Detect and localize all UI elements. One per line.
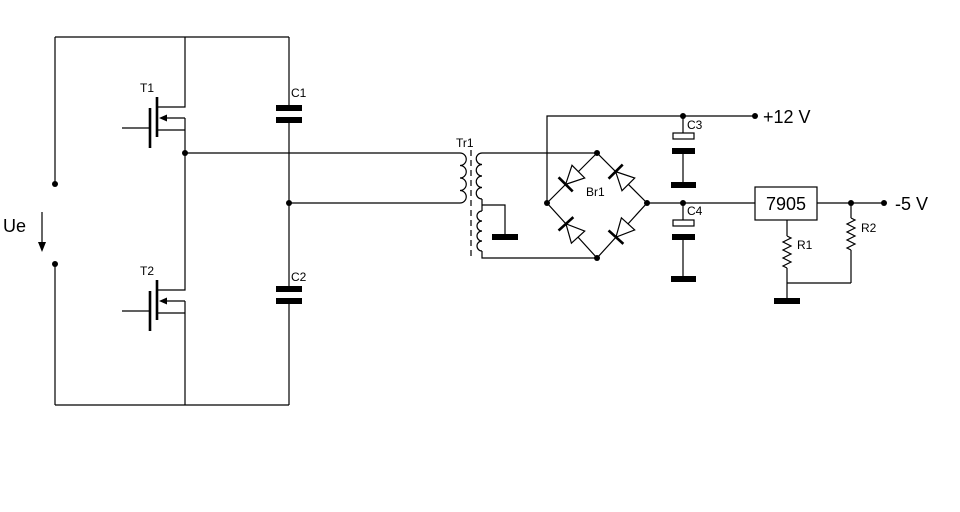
r1-label: R1 (797, 238, 813, 252)
br1-label: Br1 (586, 185, 605, 199)
input-terminal-positive (52, 181, 58, 187)
transformer-tr1: Tr1 (456, 136, 483, 256)
junction-c4 (680, 200, 686, 206)
c4-plate-negative (672, 234, 695, 240)
tr1-secondary-upper-coil (475, 152, 483, 200)
wire-bridge-midpoint (157, 118, 186, 291)
junction-bridge-bottom (594, 255, 600, 261)
t2-arrow-head (159, 297, 167, 305)
wire-center-tap (482, 204, 506, 234)
junction-c3 (680, 113, 686, 119)
tr1-primary-coil (459, 152, 467, 204)
junction-bridge-right (644, 200, 650, 206)
regulator-7905: 7905 (754, 186, 818, 221)
bridge-rectifier-br1: Br1 (546, 152, 648, 259)
regulator-box (754, 186, 818, 221)
tr1-label: Tr1 (456, 136, 474, 150)
bridge-diode-top-right (607, 163, 636, 192)
output-terminal-positive (752, 113, 758, 119)
c1-plate-top (276, 105, 302, 111)
r2-label: R2 (861, 221, 877, 235)
c4-plate-positive (672, 219, 695, 227)
c1-label: C1 (291, 86, 307, 100)
junction-r2 (848, 200, 854, 206)
resistor-r1: R1 (781, 220, 813, 298)
junction-bridge-top (594, 150, 600, 156)
input-voltage-label: Ue (3, 216, 26, 236)
capacitor-c1: C1 (276, 86, 307, 123)
junction-bridge-left (544, 200, 550, 206)
output-negative-label: -5 V (895, 194, 928, 214)
ground-center-tap (492, 234, 518, 240)
t1-drain-wire (157, 37, 186, 108)
wire-secondary-bottom (481, 251, 597, 259)
bridge-diode-bottom-right (607, 216, 636, 245)
capacitor-c2: C2 (276, 270, 307, 304)
capacitor-c3: C3 (671, 116, 703, 188)
r1-zigzag (781, 235, 793, 269)
resistor-r2: R2 (845, 203, 877, 283)
c2-plate-bottom (276, 298, 302, 304)
junction-capacitor-mid (286, 200, 292, 206)
c3-label: C3 (687, 118, 703, 132)
bridge-edges (546, 152, 648, 259)
mosfet-t1: T1 (122, 37, 186, 148)
c1-plate-bottom (276, 117, 302, 123)
ground-c4 (671, 276, 696, 282)
wire-positive-rail (546, 115, 755, 203)
junction-half-bridge (182, 150, 188, 156)
capacitor-c4: C4 (671, 203, 703, 282)
c2-label: C2 (291, 270, 307, 284)
t1-arrow-head (159, 114, 167, 122)
output-positive-label: +12 V (763, 107, 811, 127)
bridge-diode-bottom-left (557, 216, 586, 245)
junction-dots (52, 113, 887, 267)
ground-c3 (671, 182, 696, 188)
r2-zigzag (845, 217, 857, 251)
c4-label: C4 (687, 204, 703, 218)
c3-plate-negative (672, 148, 695, 154)
input-terminal-negative (52, 261, 58, 267)
mosfet-t2: T2 (122, 264, 186, 405)
ground-regulator (774, 298, 800, 304)
c2-plate-top (276, 286, 302, 292)
tr1-secondary-lower-coil (476, 210, 483, 252)
bridge-diode-top-left (557, 164, 586, 193)
output-terminal-negative (881, 200, 887, 206)
input-voltage-arrow-head (38, 242, 46, 252)
c3-plate-positive (672, 132, 695, 140)
t1-label: T1 (140, 81, 154, 95)
t2-label: T2 (140, 264, 154, 278)
regulator-label: 7905 (766, 194, 806, 214)
